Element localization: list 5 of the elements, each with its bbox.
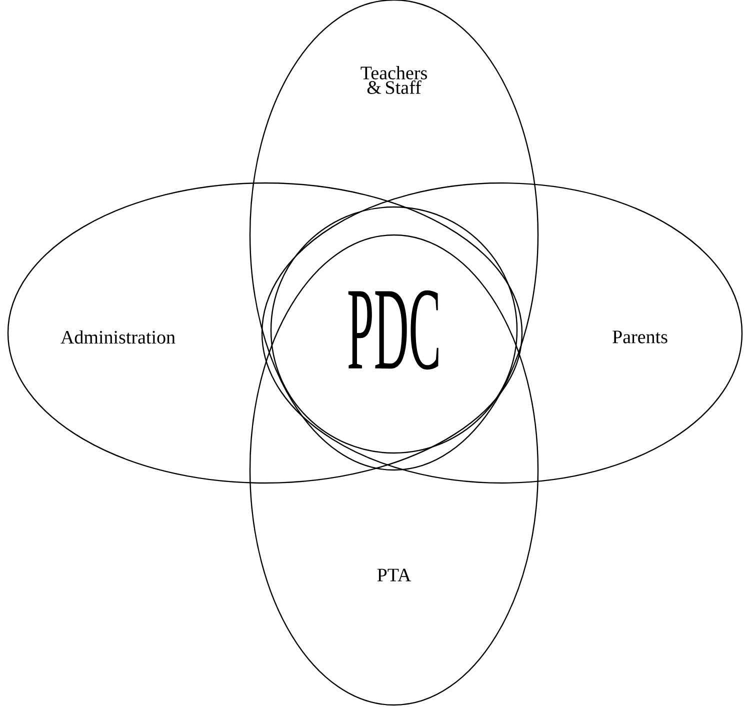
group-label: Teachers & Staff [360,66,427,94]
group-label: Administration [60,330,176,344]
group-label: Parents [612,330,668,344]
group-label: PTA [377,568,412,582]
center-label: PDC [348,290,438,370]
